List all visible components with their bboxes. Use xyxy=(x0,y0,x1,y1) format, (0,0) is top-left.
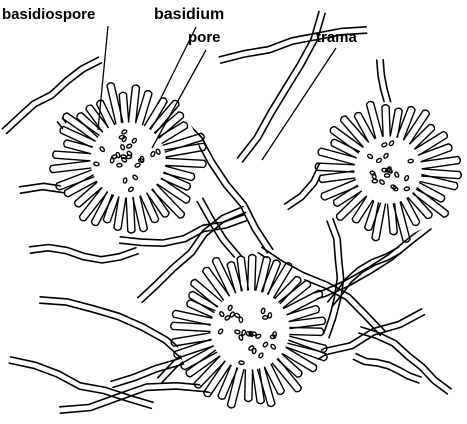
label-trama: trama xyxy=(316,30,357,45)
label-pore: pore xyxy=(188,30,221,45)
trama-hypha xyxy=(359,333,447,394)
trama-hypha xyxy=(9,363,151,408)
pore-lower-center xyxy=(171,254,327,407)
pore-upper-left xyxy=(50,83,206,233)
label-basidium: basidium xyxy=(154,7,224,23)
label-basidiospore: basidiospore xyxy=(2,7,95,22)
trama-hypha xyxy=(329,219,344,338)
trama-hypha xyxy=(353,359,419,383)
pore-upper-right xyxy=(315,102,461,243)
